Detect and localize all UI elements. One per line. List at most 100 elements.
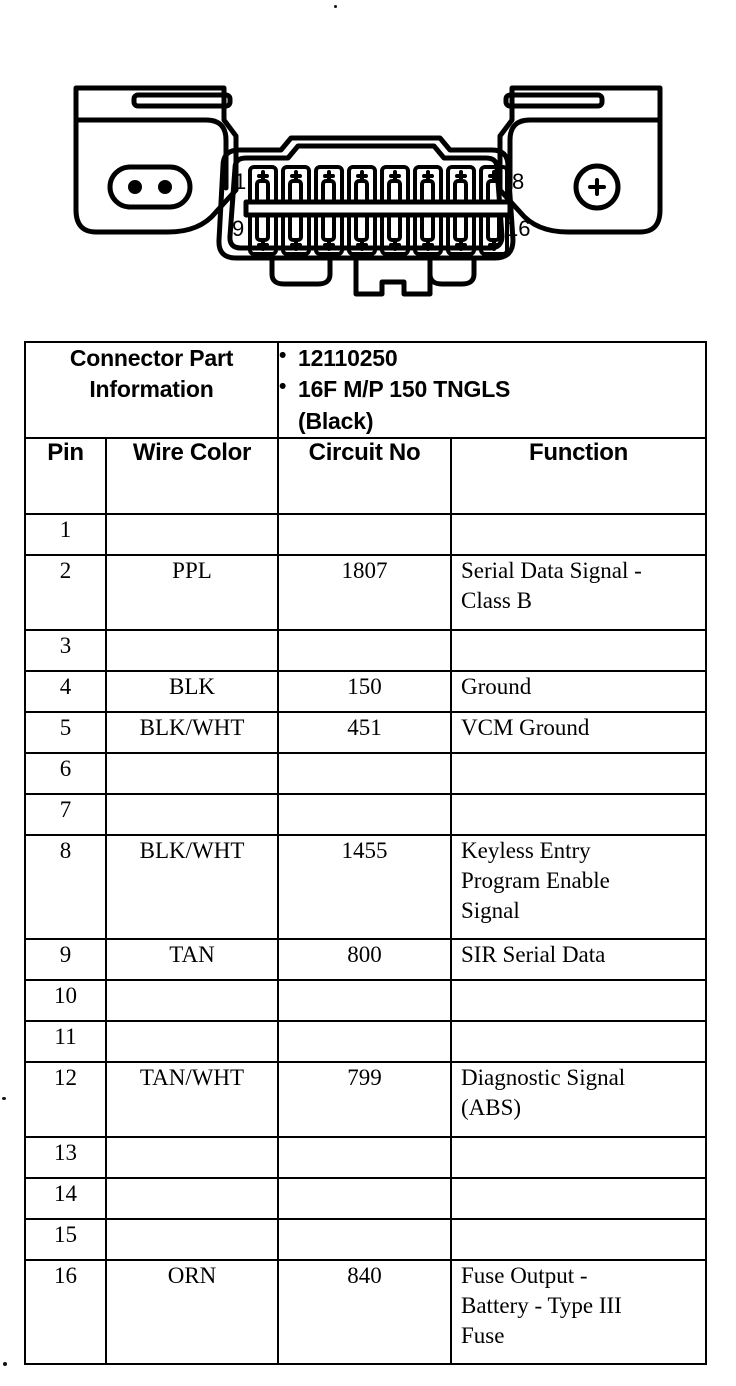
wire-color: ORN xyxy=(105,1258,279,1365)
part-bullet-item: 12110250 xyxy=(279,342,705,374)
table-row: 1 xyxy=(24,512,708,556)
table-row: 10 xyxy=(24,978,708,1022)
wire-color xyxy=(105,1176,279,1220)
table-row: 12 TAN/WHT 799 Diagnostic Signal (ABS) xyxy=(24,1060,708,1138)
terminal-cavities xyxy=(248,165,509,256)
scan-speck xyxy=(3,1362,7,1366)
pin-number: 1 xyxy=(24,512,107,556)
connector-diagram: 1 9 8 16 xyxy=(0,62,736,312)
right-wing xyxy=(497,85,663,235)
function xyxy=(449,978,708,1022)
scan-speck xyxy=(334,5,337,8)
pin-number: 11 xyxy=(24,1019,107,1063)
column-header-function: Function xyxy=(449,436,708,515)
scan-speck xyxy=(2,1097,6,1100)
function: VCM Ground xyxy=(449,710,708,754)
circuit-no: 799 xyxy=(277,1060,452,1138)
table-row: 5 BLK/WHT 451 VCM Ground xyxy=(24,710,708,754)
pin-number: 4 xyxy=(24,669,107,713)
pinout-table-container: Connector Part Information 12110250 16F … xyxy=(24,341,708,1365)
function xyxy=(449,512,708,556)
circuit-no: 800 xyxy=(277,937,452,981)
wire-color xyxy=(105,978,279,1022)
circuit-no xyxy=(277,1217,452,1261)
left-wing xyxy=(73,85,239,235)
function: SIR Serial Data xyxy=(449,937,708,981)
circuit-no: 150 xyxy=(277,669,452,713)
wire-color xyxy=(105,1217,279,1261)
part-bullet-list: 12110250 16F M/P 150 TNGLS (Black) xyxy=(279,342,705,437)
wire-color: TAN/WHT xyxy=(105,1060,279,1138)
pin-label-16: 16 xyxy=(506,216,530,241)
table-row: 8 BLK/WHT 1455 Keyless Entry Program Ena… xyxy=(24,833,708,940)
pin-label-9: 9 xyxy=(232,216,244,241)
column-header-circuit-no: Circuit No xyxy=(277,436,452,515)
function xyxy=(449,1135,708,1179)
table-row: 14 xyxy=(24,1176,708,1220)
table-row: 6 xyxy=(24,751,708,795)
table-row: 2 PPL 1807 Serial Data Signal - Class B xyxy=(24,553,708,631)
wire-color: BLK xyxy=(105,669,279,713)
wire-color xyxy=(105,1019,279,1063)
pin-number: 5 xyxy=(24,710,107,754)
connector-part-information-values: 12110250 16F M/P 150 TNGLS (Black) xyxy=(276,341,708,439)
circuit-no: 451 xyxy=(277,710,452,754)
circuit-no xyxy=(277,1135,452,1179)
circuit-no: 840 xyxy=(277,1258,452,1365)
pin-number: 7 xyxy=(24,792,107,836)
circuit-no: 1455 xyxy=(277,833,452,940)
table-row: 3 xyxy=(24,628,708,672)
function xyxy=(449,1176,708,1220)
pin-number: 12 xyxy=(24,1060,107,1138)
pinout-table: Connector Part Information 12110250 16F … xyxy=(24,341,708,1365)
function xyxy=(449,792,708,836)
wire-color xyxy=(105,1135,279,1179)
wire-color xyxy=(105,751,279,795)
connector-part-information-row: Connector Part Information 12110250 16F … xyxy=(24,341,708,439)
circuit-no xyxy=(277,1176,452,1220)
table-row: 11 xyxy=(24,1019,708,1063)
pin-number: 9 xyxy=(24,937,107,981)
connector-part-information-label: Connector Part Information xyxy=(24,341,279,439)
wire-color xyxy=(105,628,279,672)
wire-color: BLK/WHT xyxy=(105,833,279,940)
right-wing-boss xyxy=(573,163,621,211)
pin-number: 6 xyxy=(24,751,107,795)
circuit-no xyxy=(277,628,452,672)
pin-label-1: 1 xyxy=(234,169,246,194)
function: Serial Data Signal - Class B xyxy=(449,553,708,631)
function: Keyless Entry Program Enable Signal xyxy=(449,833,708,940)
wire-color: PPL xyxy=(105,553,279,631)
function: Fuse Output - Battery - Type III Fuse xyxy=(449,1258,708,1365)
wire-color xyxy=(105,792,279,836)
pin-number: 2 xyxy=(24,553,107,631)
column-header-wire-color: Wire Color xyxy=(105,436,279,515)
wire-color: BLK/WHT xyxy=(105,710,279,754)
wire-color: TAN xyxy=(105,937,279,981)
pin-number: 8 xyxy=(24,833,107,940)
left-wing-port xyxy=(107,164,193,210)
table-row: 16 ORN 840 Fuse Output - Battery - Type … xyxy=(24,1258,708,1365)
circuit-no xyxy=(277,792,452,836)
column-header-pin: Pin xyxy=(24,436,107,515)
circuit-no xyxy=(277,1019,452,1063)
function xyxy=(449,751,708,795)
wire-color xyxy=(105,512,279,556)
function: Diagnostic Signal (ABS) xyxy=(449,1060,708,1138)
circuit-no: 1807 xyxy=(277,553,452,631)
table-row: 4 BLK 150 Ground xyxy=(24,669,708,713)
pin-number: 10 xyxy=(24,978,107,1022)
pin-label-8: 8 xyxy=(512,169,524,194)
pin-number: 15 xyxy=(24,1217,107,1261)
part-bullet-item: 16F M/P 150 TNGLS (Black) xyxy=(279,373,705,437)
column-header-row: Pin Wire Color Circuit No Function xyxy=(24,436,708,515)
table-row: 13 xyxy=(24,1135,708,1179)
function xyxy=(449,628,708,672)
circuit-no xyxy=(277,978,452,1022)
pin-number: 3 xyxy=(24,628,107,672)
circuit-no xyxy=(277,751,452,795)
table-row: 15 xyxy=(24,1217,708,1261)
bottom-tabs xyxy=(269,255,477,297)
function xyxy=(449,1019,708,1063)
pin-number: 16 xyxy=(24,1258,107,1365)
